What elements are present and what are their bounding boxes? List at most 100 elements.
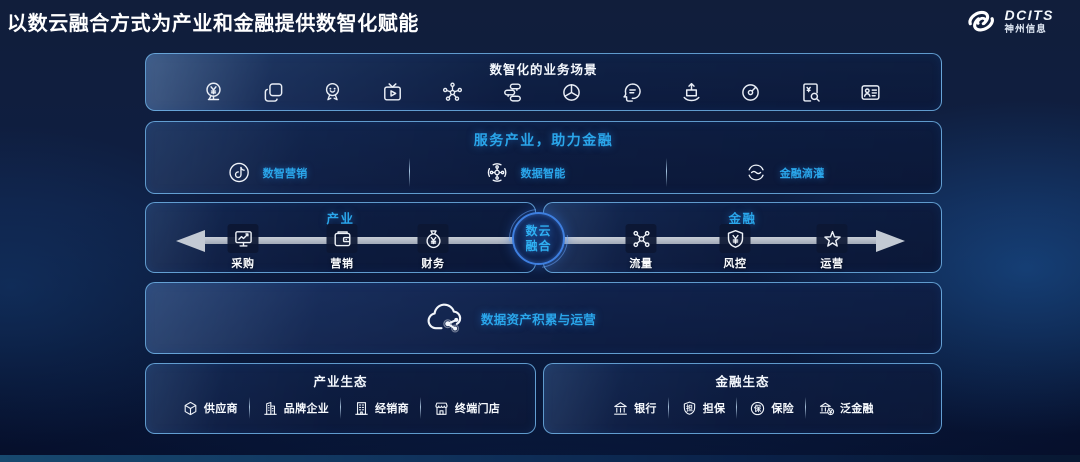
chain-label: 流量 bbox=[629, 258, 653, 270]
eco-item-guarantee: 担保 bbox=[680, 399, 726, 418]
icon-plate bbox=[227, 224, 259, 253]
bottom-stage-band bbox=[0, 455, 1080, 462]
data-intelligence-icon bbox=[487, 163, 507, 182]
industry-chain-title: 产业 bbox=[326, 212, 355, 226]
insurance-circle-icon bbox=[751, 401, 765, 415]
chain-label: 风控 bbox=[723, 258, 747, 270]
shield-yuan-icon bbox=[727, 229, 743, 248]
finance-ecosystem-title: 金融生态 bbox=[715, 375, 770, 389]
divider bbox=[419, 397, 421, 419]
monitor-chart-icon bbox=[234, 230, 252, 247]
service-label: 金融滴灌 bbox=[779, 167, 825, 180]
star-icon bbox=[823, 230, 841, 247]
eco-item-insurance: 保险 bbox=[748, 399, 794, 418]
services-panel: 服务产业，助力金融 数智营销 数据智能 金融滴灌 bbox=[145, 121, 942, 194]
icon-plate bbox=[816, 224, 848, 253]
bank-icon bbox=[614, 401, 628, 415]
service-item-data-intelligence: 数据智能 bbox=[485, 160, 566, 185]
icon-plate bbox=[417, 224, 449, 253]
currency-stand-icon bbox=[206, 82, 221, 101]
pie-chart-icon bbox=[563, 84, 581, 101]
eco-label: 终端门店 bbox=[454, 403, 501, 415]
logo-brand: DCITS bbox=[1004, 6, 1054, 23]
chain-label: 运营 bbox=[820, 258, 844, 270]
divider bbox=[340, 397, 341, 419]
data-assets-group: 数据资产积累与运营 bbox=[425, 303, 596, 333]
eco-item-bank: 银行 bbox=[611, 399, 657, 418]
chain-item-traffic: 流量 bbox=[625, 224, 657, 271]
icon-plate bbox=[719, 224, 751, 253]
scenarios-icon-row bbox=[201, 80, 883, 105]
medal-face-icon bbox=[326, 82, 340, 101]
finance-arrow-bar bbox=[543, 237, 881, 244]
chain-item-finance-dept: 财务 bbox=[417, 224, 449, 271]
chain-item-marketing: 营销 bbox=[326, 224, 358, 271]
icon-plate bbox=[625, 224, 657, 253]
eco-label: 品牌企业 bbox=[283, 403, 329, 415]
scenarios-title: 数智化的业务场景 bbox=[489, 63, 598, 77]
eco-item-supplier: 供应商 bbox=[181, 399, 238, 418]
finance-ecosystem-panel: 金融生态 银行 担保 保险 泛金融 bbox=[543, 363, 942, 434]
eco-label: 银行 bbox=[634, 403, 657, 415]
id-card-icon bbox=[861, 85, 880, 100]
industry-chain-panel: 产业 采购 营销 财务 bbox=[145, 202, 536, 273]
eco-label: 供应商 bbox=[203, 403, 238, 415]
finance-chain-panel: 金融 流量 风控 运营 bbox=[543, 202, 942, 273]
eco-item-brand-enterprise: 品牌企业 bbox=[261, 399, 329, 418]
money-bag-icon bbox=[425, 229, 441, 248]
company-logo: DCITS 神州信息 bbox=[964, 6, 1055, 36]
target-compass-icon bbox=[742, 84, 760, 101]
ai-head-icon bbox=[623, 83, 641, 102]
page-title: 以数云融合方式为产业和金融提供数智化赋能 bbox=[7, 13, 419, 35]
scenarios-panel: 数智化的业务场景 bbox=[145, 53, 942, 111]
service-label: 数智营销 bbox=[262, 167, 308, 180]
logo-text: DCITS 神州信息 bbox=[1005, 8, 1055, 35]
industry-ecosystem-panel: 产业生态 供应商 品牌企业 经销商 终端门店 bbox=[145, 363, 536, 434]
industry-arrow-head bbox=[176, 229, 205, 252]
services-title: 服务产业，助力金融 bbox=[473, 132, 614, 148]
eco-label: 保险 bbox=[771, 403, 794, 415]
brand-building-icon bbox=[264, 401, 277, 415]
eco-label: 泛金融 bbox=[839, 403, 874, 415]
data-assets-label: 数据资产积累与运营 bbox=[480, 312, 597, 327]
network-molecule-icon bbox=[442, 82, 462, 101]
eco-item-terminal-store: 终端门店 bbox=[432, 399, 500, 418]
bill-search-icon bbox=[803, 83, 820, 102]
finance-chain-title: 金融 bbox=[728, 212, 757, 226]
logo-company: 神州信息 bbox=[1004, 23, 1047, 35]
service-label: 数据智能 bbox=[520, 167, 566, 180]
divider bbox=[666, 158, 667, 187]
eco-item-distributor: 经销商 bbox=[352, 399, 409, 418]
divider bbox=[248, 397, 250, 419]
service-item-marketing: 数智营销 bbox=[227, 160, 308, 185]
chain-label: 财务 bbox=[421, 258, 445, 270]
network-x-icon bbox=[632, 230, 650, 247]
live-video-icon bbox=[384, 83, 402, 101]
divider bbox=[667, 397, 669, 419]
data-assets-content: 数据资产积累与运营 bbox=[146, 283, 941, 353]
galaxy-swirl-icon bbox=[967, 10, 994, 32]
layers-copy-icon bbox=[264, 83, 283, 102]
data-assets-panel: 数据资产积累与运营 bbox=[145, 282, 942, 354]
guarantee-shield-icon bbox=[683, 401, 695, 415]
hub-line1: 数云 bbox=[525, 224, 552, 238]
eco-label: 经销商 bbox=[375, 403, 409, 415]
eco-label: 担保 bbox=[702, 403, 726, 415]
chain-item-risk-control: 风控 bbox=[719, 224, 751, 271]
wallet-icon bbox=[334, 230, 350, 246]
chain-item-operations: 运营 bbox=[816, 224, 848, 271]
distributor-building-icon bbox=[355, 401, 368, 415]
divider bbox=[804, 397, 806, 419]
eco-item-pan-finance: 泛金融 bbox=[817, 399, 874, 418]
data-cloud-fusion-hub: 数云 融合 bbox=[512, 212, 565, 265]
industry-ecosystem-title: 产业生态 bbox=[313, 375, 368, 389]
storefront-icon bbox=[435, 402, 448, 415]
cloud-share-icon bbox=[427, 303, 462, 333]
digital-marketing-icon bbox=[229, 162, 249, 183]
chain-item-procurement: 采购 bbox=[227, 224, 259, 271]
service-item-finance-drip: 金融滴灌 bbox=[744, 160, 825, 185]
pipeline-flow-icon bbox=[503, 83, 521, 102]
chain-label: 采购 bbox=[231, 258, 255, 270]
hub-line2: 融合 bbox=[525, 238, 552, 253]
